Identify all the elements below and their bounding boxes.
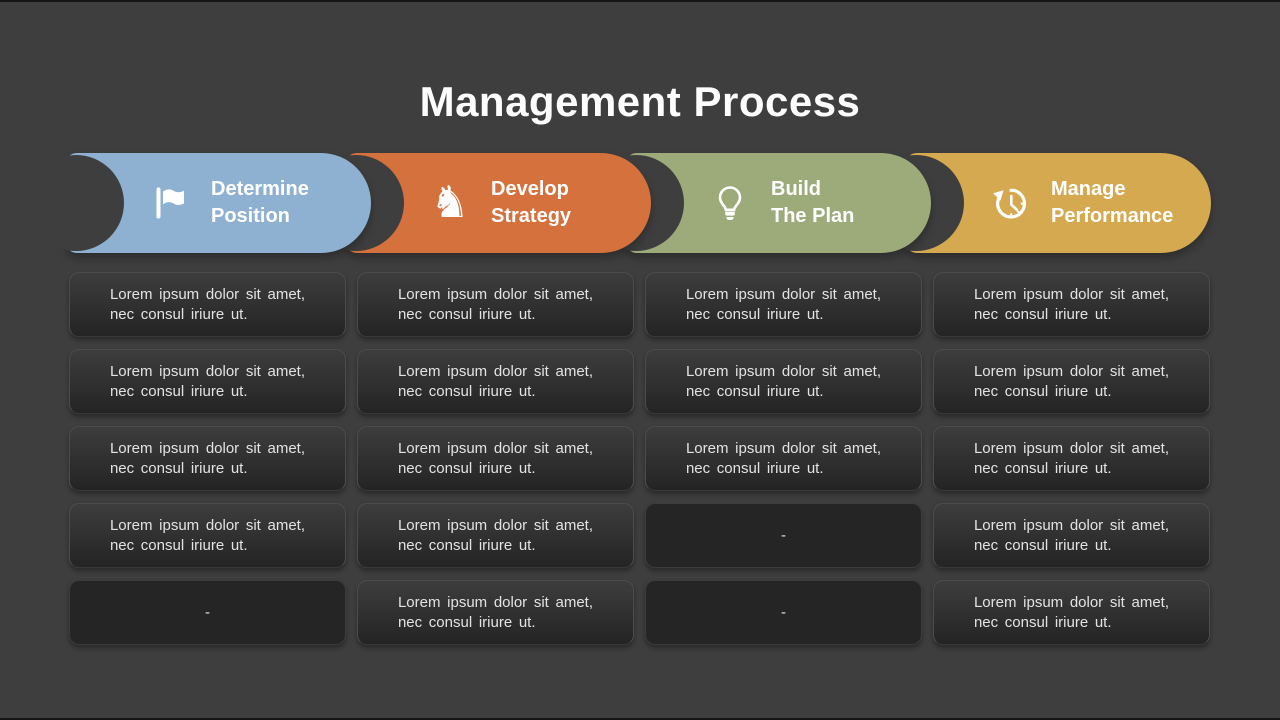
table-cell-placeholder: - bbox=[69, 580, 346, 645]
lightbulb-icon bbox=[710, 183, 750, 223]
flag-icon bbox=[150, 183, 190, 223]
page-title: Management Process bbox=[419, 78, 861, 126]
table-cell: Lorem ipsum dolor sit amet,nec consul ir… bbox=[69, 349, 346, 414]
table-cell: Lorem ipsum dolor sit amet,nec consul ir… bbox=[645, 272, 922, 337]
table-cell: Lorem ipsum dolor sit amet,nec consul ir… bbox=[357, 272, 634, 337]
table-cell: Lorem ipsum dolor sit amet,nec consul ir… bbox=[357, 503, 634, 568]
stage-label-develop-strategy: Develop Strategy bbox=[491, 178, 572, 227]
stage-label-determine-position: Determine Position bbox=[211, 178, 309, 227]
table-cell: Lorem ipsum dolor sit amet,nec consul ir… bbox=[69, 272, 346, 337]
table-cell: Lorem ipsum dolor sit amet,nec consul ir… bbox=[69, 503, 346, 568]
stage-pill-build-the-plan: Build The Plan bbox=[625, 153, 931, 253]
table-cell-placeholder: - bbox=[645, 503, 922, 568]
table-cell: Lorem ipsum dolor sit amet,nec consul ir… bbox=[645, 349, 922, 414]
table-cell: Lorem ipsum dolor sit amet,nec consul ir… bbox=[933, 503, 1210, 568]
notch-circle-1 bbox=[28, 155, 124, 251]
table-cell: Lorem ipsum dolor sit amet,nec consul ir… bbox=[357, 349, 634, 414]
table-cell: Lorem ipsum dolor sit amet,nec consul ir… bbox=[933, 580, 1210, 645]
stage-label-manage-performance: Manage Performance bbox=[1051, 178, 1174, 227]
table-cell: Lorem ipsum dolor sit amet,nec consul ir… bbox=[933, 426, 1210, 491]
table-cell: Lorem ipsum dolor sit amet,nec consul ir… bbox=[933, 349, 1210, 414]
slide-bottom-edge bbox=[0, 718, 1280, 720]
chess-knight-icon: ♞ bbox=[430, 177, 470, 228]
slide-top-edge bbox=[0, 0, 1280, 2]
table-cell: Lorem ipsum dolor sit amet,nec consul ir… bbox=[933, 272, 1210, 337]
table-cell: Lorem ipsum dolor sit amet,nec consul ir… bbox=[645, 426, 922, 491]
table-cell: Lorem ipsum dolor sit amet,nec consul ir… bbox=[357, 580, 634, 645]
stage-pill-manage-performance: Manage Performance bbox=[905, 153, 1211, 253]
history-clock-icon bbox=[990, 183, 1030, 223]
table-cell: Lorem ipsum dolor sit amet,nec consul ir… bbox=[69, 426, 346, 491]
stage-label-build-the-plan: Build The Plan bbox=[771, 178, 855, 227]
table-cell-placeholder: - bbox=[645, 580, 922, 645]
table-cell: Lorem ipsum dolor sit amet,nec consul ir… bbox=[357, 426, 634, 491]
